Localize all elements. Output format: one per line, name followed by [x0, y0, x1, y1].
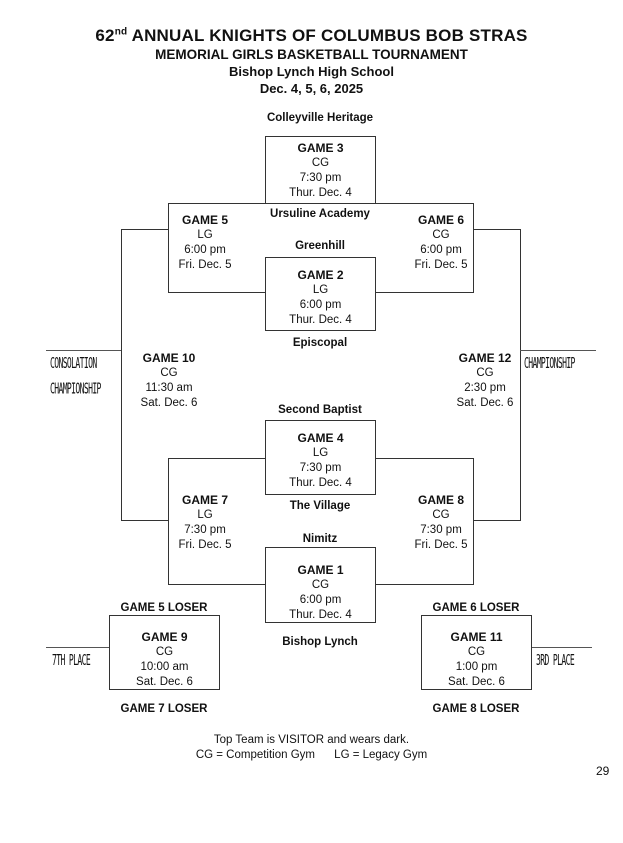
team-episcopal: Episcopal [292, 337, 348, 349]
team-colleyville-heritage: Colleyville Heritage [266, 112, 374, 124]
bracket-line [375, 458, 474, 459]
page-subtitle: MEMORIAL GIRLS BASKETBALL TOURNAMENT [155, 47, 468, 62]
visitor-note: Top Team is VISITOR and wears dark. [213, 734, 410, 746]
game-2-box [265, 257, 376, 331]
tournament-dates: Dec. 4, 5, 6, 2025 [259, 81, 364, 96]
consolation-rule [46, 350, 121, 351]
bracket-line [520, 229, 521, 521]
game-5-loser-label: GAME 5 LOSER [120, 602, 208, 614]
bracket-line [168, 203, 266, 204]
game-1: GAME 1 CG 6:00 pm Thur. Dec. 4 [289, 563, 352, 621]
game-3-box [265, 136, 376, 204]
bracket-line [473, 458, 474, 585]
game-8-loser-label: GAME 8 LOSER [432, 703, 520, 715]
gym-legend: CG = Competition Gym LG = Legacy Gym [195, 749, 428, 761]
game-6-loser-label: GAME 6 LOSER [432, 602, 520, 614]
bracket-line [168, 458, 266, 459]
game-11-box [421, 615, 532, 690]
page-title: 62nd ANNUAL KNIGHTS OF COLUMBUS BOB STRA… [95, 26, 528, 45]
bracket-line [121, 229, 168, 230]
bracket-line [168, 203, 169, 293]
game-5: GAME 5 LG 6:00 pm Fri. Dec. 5 [178, 213, 232, 271]
game-12: GAME 12 CG 2:30 pm Sat. Dec. 6 [456, 351, 514, 409]
bracket-line [121, 229, 122, 521]
game-8: GAME 8 CG 7:30 pm Fri. Dec. 5 [414, 493, 468, 551]
bracket-line [375, 584, 474, 585]
game-4: GAME 4 LG 7:30 pm Thur. Dec. 4 [289, 431, 352, 489]
third-place-rule [532, 647, 592, 648]
bracket-line [168, 584, 266, 585]
bracket-line [375, 203, 474, 204]
team-the-village: The Village [289, 500, 351, 512]
bracket-line [168, 458, 169, 585]
seventh-place-label: 7TH PLACE [52, 652, 91, 670]
bracket-line [473, 203, 474, 293]
game-10: GAME 10 CG 11:30 am Sat. Dec. 6 [140, 351, 198, 409]
team-nimitz: Nimitz [302, 533, 338, 545]
game-9: GAME 9 CG 10:00 am Sat. Dec. 6 [136, 630, 193, 688]
game-3: GAME 3 CG 7:30 pm Thur. Dec. 4 [289, 141, 352, 199]
bracket-line [474, 229, 520, 230]
team-second-baptist: Second Baptist [278, 404, 362, 416]
bracket-line [121, 520, 168, 521]
game-7: GAME 7 LG 7:30 pm Fri. Dec. 5 [178, 493, 232, 551]
game-9-box [109, 615, 220, 690]
team-ursuline-academy: Ursuline Academy [270, 208, 370, 220]
game-7-loser-label: GAME 7 LOSER [120, 703, 208, 715]
game-6: GAME 6 CG 6:00 pm Fri. Dec. 5 [414, 213, 468, 271]
bracket-line [168, 292, 266, 293]
seventh-place-rule [46, 647, 109, 648]
game-11: GAME 11 CG 1:00 pm Sat. Dec. 6 [448, 630, 505, 688]
team-bishop-lynch: Bishop Lynch [282, 636, 358, 648]
bracket-line [375, 292, 474, 293]
game-1-box [265, 547, 376, 623]
team-greenhill: Greenhill [295, 240, 345, 252]
game-4-box [265, 420, 376, 495]
championship-label: CHAMPIONSHIP [524, 355, 575, 373]
consolation-label: CONSOLATION CHAMPIONSHIP [50, 355, 101, 398]
third-place-label: 3RD PLACE [536, 652, 575, 670]
page-number: 29 [596, 764, 610, 778]
championship-rule [520, 350, 596, 351]
bracket-line [474, 520, 520, 521]
venue: Bishop Lynch High School [229, 64, 394, 79]
game-2: GAME 2 LG 6:00 pm Thur. Dec. 4 [289, 268, 352, 326]
